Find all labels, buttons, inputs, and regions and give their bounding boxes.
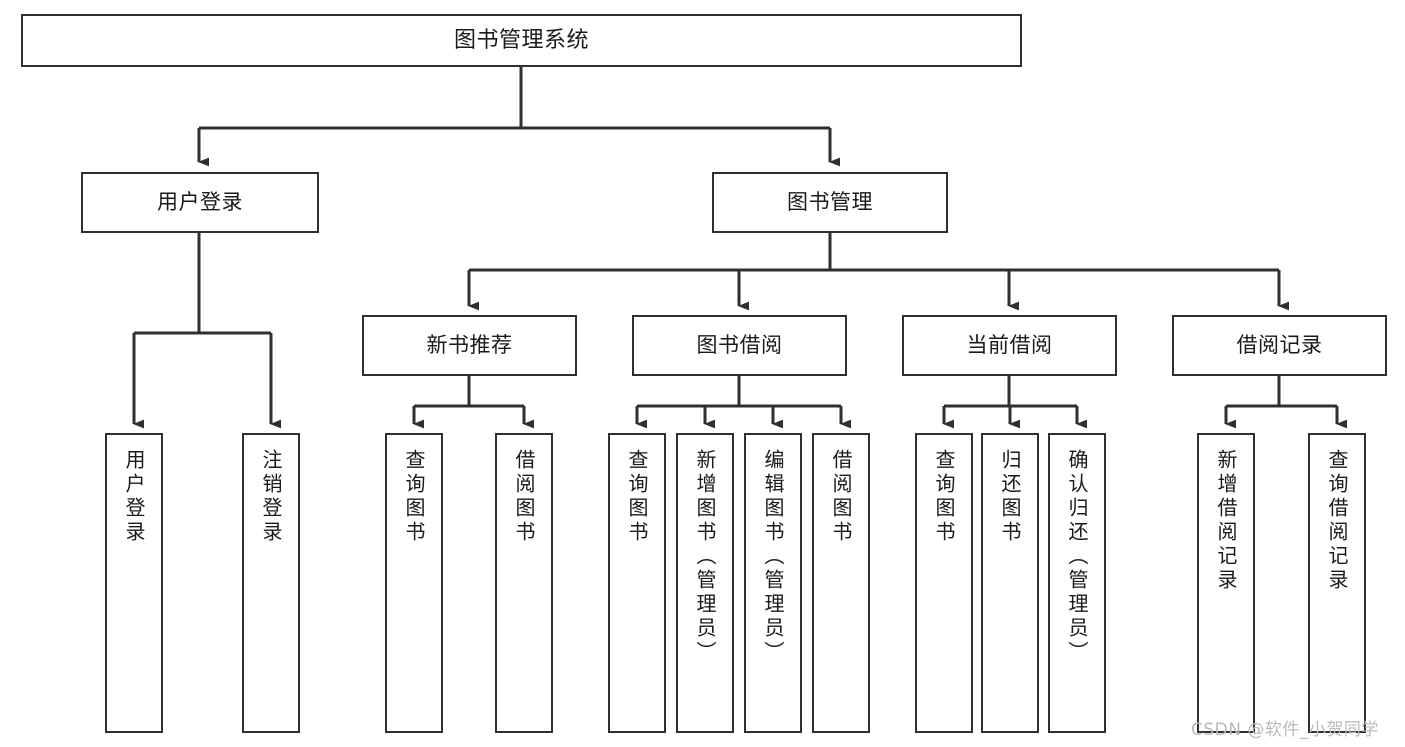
node-label: 新书推荐 <box>426 333 513 358</box>
node-label: 用户登录 <box>157 190 243 215</box>
node-label: 查询借阅记录 <box>1325 449 1349 593</box>
node-label: 图书借阅 <box>696 333 783 358</box>
leaf-query-book-borrow[interactable]: 查询图书 <box>608 433 666 733</box>
leaf-add-book-admin[interactable]: 新增图书（管理员） <box>676 433 734 733</box>
leaf-add-borrow-record[interactable]: 新增借阅记录 <box>1197 433 1255 733</box>
node-label: 借阅图书 <box>829 449 853 545</box>
node-label: 借阅图书 <box>512 449 536 545</box>
leaf-query-book-recommend[interactable]: 查询图书 <box>385 433 443 733</box>
leaf-query-borrow-record[interactable]: 查询借阅记录 <box>1308 433 1366 733</box>
leaf-return-book[interactable]: 归还图书 <box>981 433 1039 733</box>
node-label: 查询图书 <box>402 449 426 545</box>
node-label: 用户登录 <box>122 449 146 545</box>
node-label: 图书管理系统 <box>453 27 589 53</box>
node-label: 图书管理 <box>787 190 873 215</box>
node-label: 当前借阅 <box>966 333 1053 358</box>
node-book-management[interactable]: 图书管理 <box>712 172 948 233</box>
leaf-query-book-current[interactable]: 查询图书 <box>915 433 973 733</box>
node-current-borrow[interactable]: 当前借阅 <box>902 315 1117 376</box>
csdn-watermark: CSDN @软件_小贺同学 <box>1191 720 1379 740</box>
leaf-user-login[interactable]: 用户登录 <box>105 433 163 733</box>
node-label: 注销登录 <box>259 449 283 545</box>
leaf-borrow-book-recommend[interactable]: 借阅图书 <box>495 433 553 733</box>
node-label: 归还图书 <box>998 449 1022 545</box>
node-label: 确认归还（管理员） <box>1065 449 1089 665</box>
node-label: 编辑图书（管理员） <box>761 449 785 665</box>
node-label: 新增借阅记录 <box>1214 449 1238 593</box>
node-root-system[interactable]: 图书管理系统 <box>21 14 1022 67</box>
node-label: 查询图书 <box>932 449 956 545</box>
node-new-book-recommend[interactable]: 新书推荐 <box>362 315 577 376</box>
leaf-logout[interactable]: 注销登录 <box>242 433 300 733</box>
node-label: 查询图书 <box>625 449 649 545</box>
node-user-login[interactable]: 用户登录 <box>81 172 319 233</box>
node-label: 借阅记录 <box>1236 333 1323 358</box>
node-borrow-records[interactable]: 借阅记录 <box>1172 315 1387 376</box>
node-label: 新增图书（管理员） <box>693 449 717 665</box>
leaf-borrow-book[interactable]: 借阅图书 <box>812 433 870 733</box>
node-book-borrow[interactable]: 图书借阅 <box>632 315 847 376</box>
leaf-confirm-return-admin[interactable]: 确认归还（管理员） <box>1048 433 1106 733</box>
leaf-edit-book-admin[interactable]: 编辑图书（管理员） <box>744 433 802 733</box>
